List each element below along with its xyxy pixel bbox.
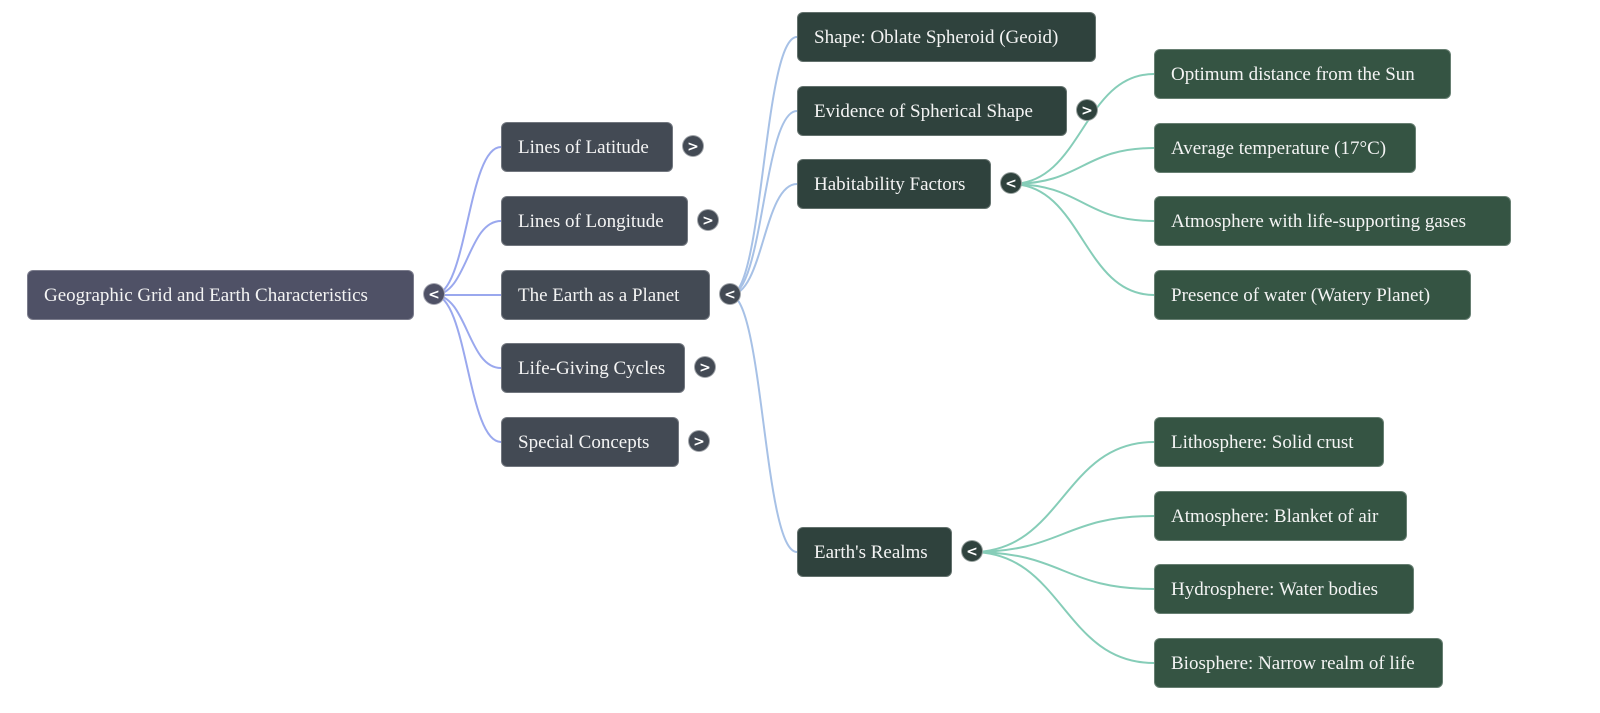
expand-toggle-icon[interactable]: > xyxy=(694,356,716,378)
connector-line xyxy=(1010,73,1155,185)
collapse-toggle-icon[interactable]: < xyxy=(1000,172,1022,194)
node-biosphere[interactable]: Biosphere: Narrow realm of life xyxy=(1154,638,1443,688)
root-node[interactable]: Geographic Grid and Earth Characteristic… xyxy=(27,270,414,320)
expand-toggle-icon[interactable]: > xyxy=(1076,99,1098,121)
node-life-giving-cycles[interactable]: Life-Giving Cycles xyxy=(501,343,685,393)
node-average-temperature[interactable]: Average temperature (17°C) xyxy=(1154,123,1416,173)
collapse-toggle-icon[interactable]: < xyxy=(719,283,741,305)
connector-line xyxy=(729,110,798,296)
connector-line xyxy=(1010,183,1155,222)
node-atmosphere[interactable]: Atmosphere: Blanket of air xyxy=(1154,491,1407,541)
node-hydrosphere[interactable]: Hydrosphere: Water bodies xyxy=(1154,564,1414,614)
connector-line xyxy=(433,294,502,443)
connector-line xyxy=(1010,147,1155,185)
node-habitability-factors[interactable]: Habitability Factors xyxy=(797,159,991,209)
expand-toggle-icon[interactable]: > xyxy=(682,135,704,157)
node-presence-of-water[interactable]: Presence of water (Watery Planet) xyxy=(1154,270,1471,320)
connector-line xyxy=(729,294,798,553)
node-lines-of-latitude[interactable]: Lines of Latitude xyxy=(501,122,673,172)
expand-toggle-icon[interactable]: > xyxy=(697,209,719,231)
connector-line xyxy=(433,294,502,369)
node-shape-oblate-spheroid[interactable]: Shape: Oblate Spheroid (Geoid) xyxy=(797,12,1096,62)
connector-line xyxy=(433,220,502,296)
node-atmosphere-gases[interactable]: Atmosphere with life-supporting gases xyxy=(1154,196,1511,246)
connector-line xyxy=(1010,183,1155,296)
connector-line xyxy=(971,515,1155,553)
connector-line xyxy=(433,146,502,296)
collapse-toggle-icon[interactable]: < xyxy=(423,283,445,305)
connector-line xyxy=(971,551,1155,590)
expand-toggle-icon[interactable]: > xyxy=(688,430,710,452)
connector-line xyxy=(971,441,1155,553)
node-lithosphere[interactable]: Lithosphere: Solid crust xyxy=(1154,417,1384,467)
connector-line xyxy=(729,36,798,296)
connector-line xyxy=(971,551,1155,664)
node-lines-of-longitude[interactable]: Lines of Longitude xyxy=(501,196,688,246)
collapse-toggle-icon[interactable]: < xyxy=(961,540,983,562)
node-evidence-of-spherical-shape[interactable]: Evidence of Spherical Shape xyxy=(797,86,1067,136)
node-earths-realms[interactable]: Earth's Realms xyxy=(797,527,952,577)
node-earth-as-a-planet[interactable]: The Earth as a Planet xyxy=(501,270,710,320)
node-special-concepts[interactable]: Special Concepts xyxy=(501,417,679,467)
node-optimum-distance[interactable]: Optimum distance from the Sun xyxy=(1154,49,1451,99)
